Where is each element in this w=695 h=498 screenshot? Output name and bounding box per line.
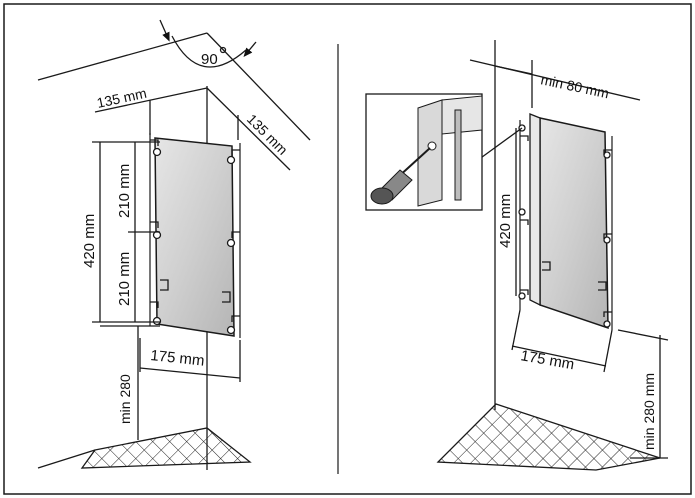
right-panel xyxy=(539,117,609,330)
angle-label: 90 xyxy=(201,51,218,68)
right-panel-side xyxy=(529,113,541,307)
angle-arrow-left xyxy=(159,19,170,42)
side-clearance-label: min 80 mm xyxy=(539,71,610,101)
left-floor-edge xyxy=(37,449,96,469)
dim-175-right-ext-b xyxy=(603,329,613,373)
right-floor-clearance-label: min 280 mm xyxy=(641,373,657,450)
dim-line-left-135 xyxy=(94,87,208,113)
left-wall-top-edge xyxy=(37,32,208,81)
right-height-label: 420 mm xyxy=(497,194,514,248)
outer-frame xyxy=(3,3,692,495)
dim-80-line xyxy=(494,65,533,75)
left-bracket-hooks xyxy=(150,139,240,322)
inset-leader-line xyxy=(477,127,523,161)
right-diagram xyxy=(436,40,669,471)
angle-arc xyxy=(171,35,247,68)
left-floor-hatch xyxy=(80,427,252,469)
inset-bracket xyxy=(417,99,443,207)
dim-175-right-ext-a xyxy=(511,309,521,351)
right-wall-top-edge xyxy=(206,32,311,141)
total-height-label: 420 mm xyxy=(81,214,98,268)
bracket-width-label: 175 mm xyxy=(150,347,206,370)
detail-inset xyxy=(365,93,483,211)
dim-175-line xyxy=(139,367,241,379)
dim-175-right-line xyxy=(511,345,607,367)
left-diagram xyxy=(37,19,311,470)
right-bracket-hooks xyxy=(520,135,612,317)
lower-spacing-label: 210 mm xyxy=(116,252,133,306)
right-bracket-width-label: 175 mm xyxy=(519,347,575,373)
screwdriver-handle-icon xyxy=(370,187,394,205)
angle-dot xyxy=(219,46,227,54)
angle-arrow-right xyxy=(243,41,257,57)
floor-clearance-label: min 280 xyxy=(117,374,133,424)
upper-spacing-label: 210 mm xyxy=(116,164,133,218)
right-floor-hatch xyxy=(436,403,661,471)
width-right-label: 135 mm xyxy=(244,111,291,158)
inset-rail xyxy=(454,109,462,201)
dim-line-right-135 xyxy=(206,87,291,171)
width-left-label: 135 mm xyxy=(95,85,148,111)
inset-panel-edge xyxy=(441,95,483,135)
left-panel xyxy=(154,137,235,337)
left-screws xyxy=(152,147,236,335)
